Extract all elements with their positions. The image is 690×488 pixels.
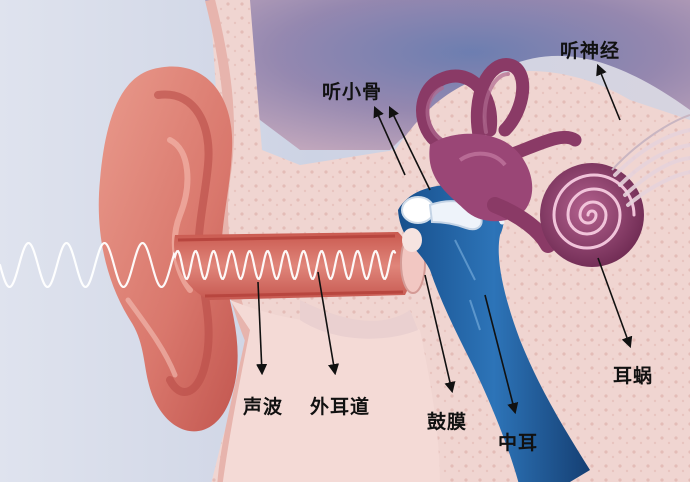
sound-wave-arrow bbox=[256, 281, 268, 376]
middle-ear-label: 中耳 bbox=[498, 432, 539, 454]
sound-wave bbox=[0, 241, 397, 289]
ossicles-label: 听小骨 bbox=[322, 81, 383, 103]
ear-canal-arrow bbox=[317, 271, 340, 376]
cochlea-label: 耳蜗 bbox=[613, 365, 654, 387]
ossicles-arrow-left bbox=[373, 105, 406, 176]
eardrum-arrow bbox=[424, 274, 456, 394]
cochlea-arrow bbox=[597, 257, 633, 349]
auditory-nerve-label: 听神经 bbox=[560, 40, 621, 62]
eardrum-label: 鼓膜 bbox=[427, 411, 468, 433]
ear-canal-label: 外耳道 bbox=[310, 396, 371, 418]
ossicles-arrow-right bbox=[388, 105, 431, 191]
auditory-nerve-arrow bbox=[596, 63, 621, 121]
sound-wave-label: 声波 bbox=[243, 396, 284, 418]
middle-ear-arrow bbox=[484, 294, 519, 415]
